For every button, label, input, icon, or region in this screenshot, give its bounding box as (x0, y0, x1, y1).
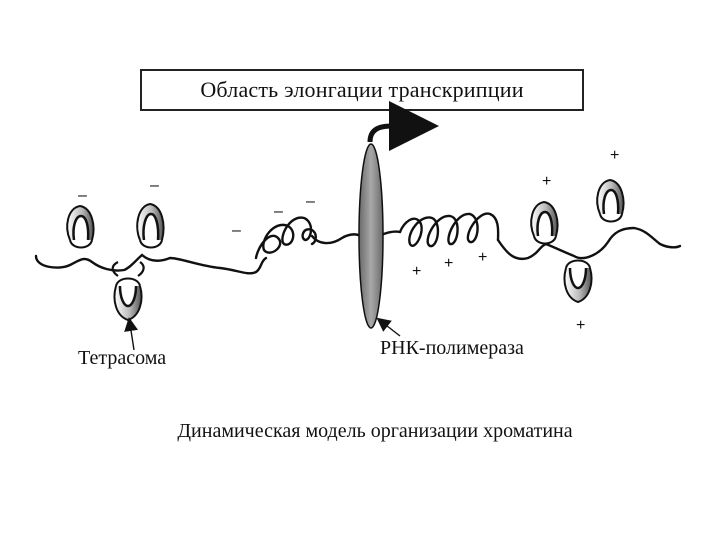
nucleosome (67, 206, 93, 248)
transcription-direction-arrow (370, 126, 414, 142)
minus-sign: – (306, 193, 315, 210)
positive-supercoils (400, 214, 498, 246)
minus-sign: – (150, 177, 159, 194)
plus-sign: + (610, 147, 619, 164)
plus-sign: + (444, 255, 453, 272)
plus-sign: + (542, 173, 551, 190)
nucleosome (565, 261, 592, 303)
diagram-caption: Динамическая модель организации хроматин… (0, 420, 720, 443)
minus-sign: – (274, 203, 283, 220)
minus-sign: – (232, 222, 241, 239)
polymerase-label: РНК-полимераза (380, 337, 524, 360)
negative-supercoils (256, 218, 316, 258)
polymerase-pointer (382, 322, 400, 336)
nucleosome (531, 202, 557, 244)
dna-strand (36, 228, 680, 273)
nucleosome (597, 180, 623, 222)
tetrasome-label: Тетрасома (78, 347, 166, 370)
nucleosome (137, 204, 163, 248)
plus-sign: + (412, 263, 421, 280)
rna-polymerase (359, 144, 383, 328)
plus-sign: + (478, 249, 487, 266)
plus-sign: + (576, 317, 585, 334)
minus-sign: – (78, 187, 87, 204)
